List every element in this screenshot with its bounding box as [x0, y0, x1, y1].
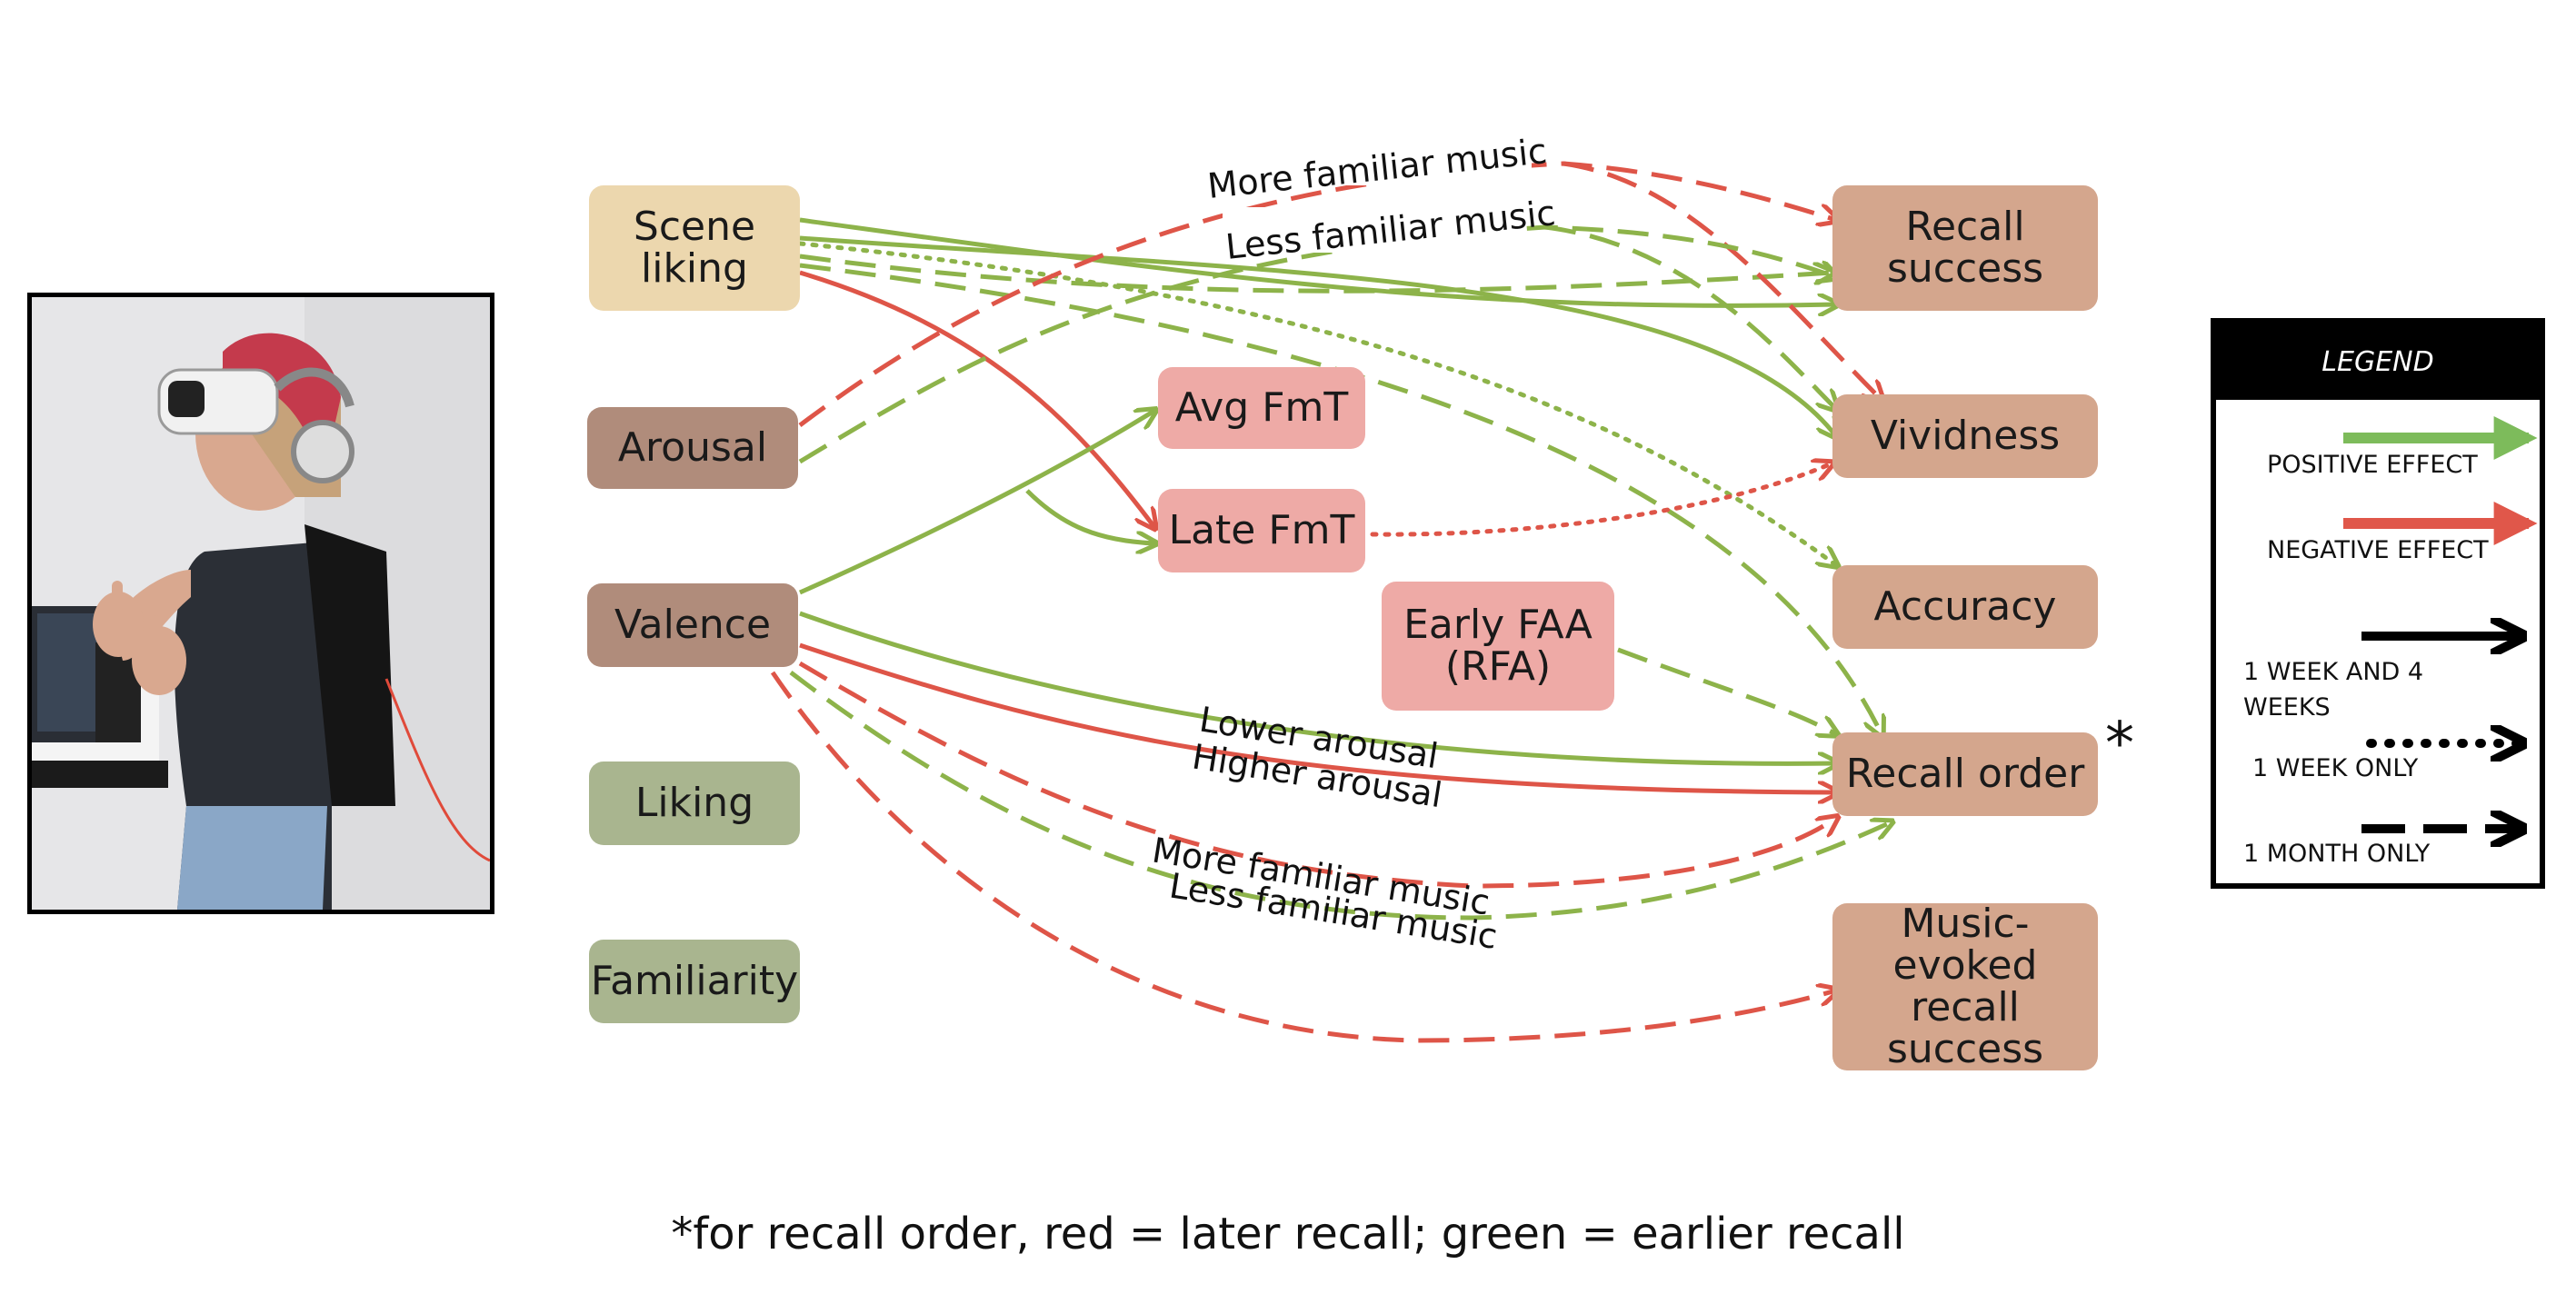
node-music-evoked-recall: Music- evoked recall success [1832, 902, 2098, 1070]
node-valence: Valence [587, 583, 798, 667]
node-familiarity: Familiarity [589, 940, 800, 1023]
node-liking: Liking [589, 762, 800, 845]
node-vividness: Vividness [1832, 394, 2098, 478]
node-recall-success: Recall success [1832, 185, 2098, 311]
legend: LEGEND POSITIVE EFFECT NEGATIVE EFFECT 1… [2211, 318, 2545, 889]
edge-scene-liking-recall-success [799, 217, 1836, 305]
edge-valence-late-fmt [1025, 489, 1154, 543]
recall-order-asterisk: * [2105, 711, 2134, 778]
edge-valence-avg-fmt [798, 411, 1154, 595]
edge-valence-recall-order-higher [799, 642, 1836, 792]
edge-scene-liking-late-fmt [799, 270, 1154, 527]
legend-arrows [2343, 416, 2538, 883]
legend-negative-label: NEGATIVE EFFECT [2267, 536, 2489, 564]
footnote: *for recall order, red = later recall; g… [671, 1209, 1905, 1259]
edge-scene-liking-recall-success-dashed [799, 254, 1832, 294]
edge-early-faa-recall-order [1617, 647, 1836, 734]
edge-arousal-recall-success-red [798, 161, 1836, 427]
legend-positive-label: POSITIVE EFFECT [2267, 451, 2478, 479]
edge-valence-music-evoked [770, 671, 1836, 1043]
node-avg-fmt: Avg FmT [1158, 367, 1365, 449]
legend-both-label: 1 WEEK AND 4 WEEKS [2243, 658, 2424, 722]
edge-arousal-vividness-green [1544, 224, 1836, 409]
legend-week-label: 1 WEEK ONLY [2252, 754, 2419, 782]
edge-valence-recall-order-more [798, 661, 1836, 889]
edge-scene-liking-accuracy [797, 241, 1836, 565]
edge-arousal-vividness-red [1563, 161, 1882, 400]
edge-valence-recall-order-less [789, 671, 1891, 921]
participant-illustration [32, 297, 490, 910]
legend-title: LEGEND [2216, 324, 2540, 400]
legend-month-label: 1 MONTH ONLY [2243, 840, 2431, 868]
edge-late-fmt-vividness [1370, 463, 1832, 537]
node-late-fmt: Late FmT [1158, 489, 1365, 572]
node-accuracy: Accuracy [1832, 565, 2098, 649]
node-recall-order: Recall order [1832, 732, 2098, 816]
node-arousal: Arousal [587, 407, 798, 489]
edge-valence-recall-order-lower [799, 611, 1836, 763]
node-early-faa: Early FAA (RFA) [1382, 582, 1614, 711]
node-scene-liking: Scene liking [589, 185, 800, 311]
edge-scene-liking-recall-order [799, 263, 1882, 734]
participant-photo [27, 293, 494, 914]
